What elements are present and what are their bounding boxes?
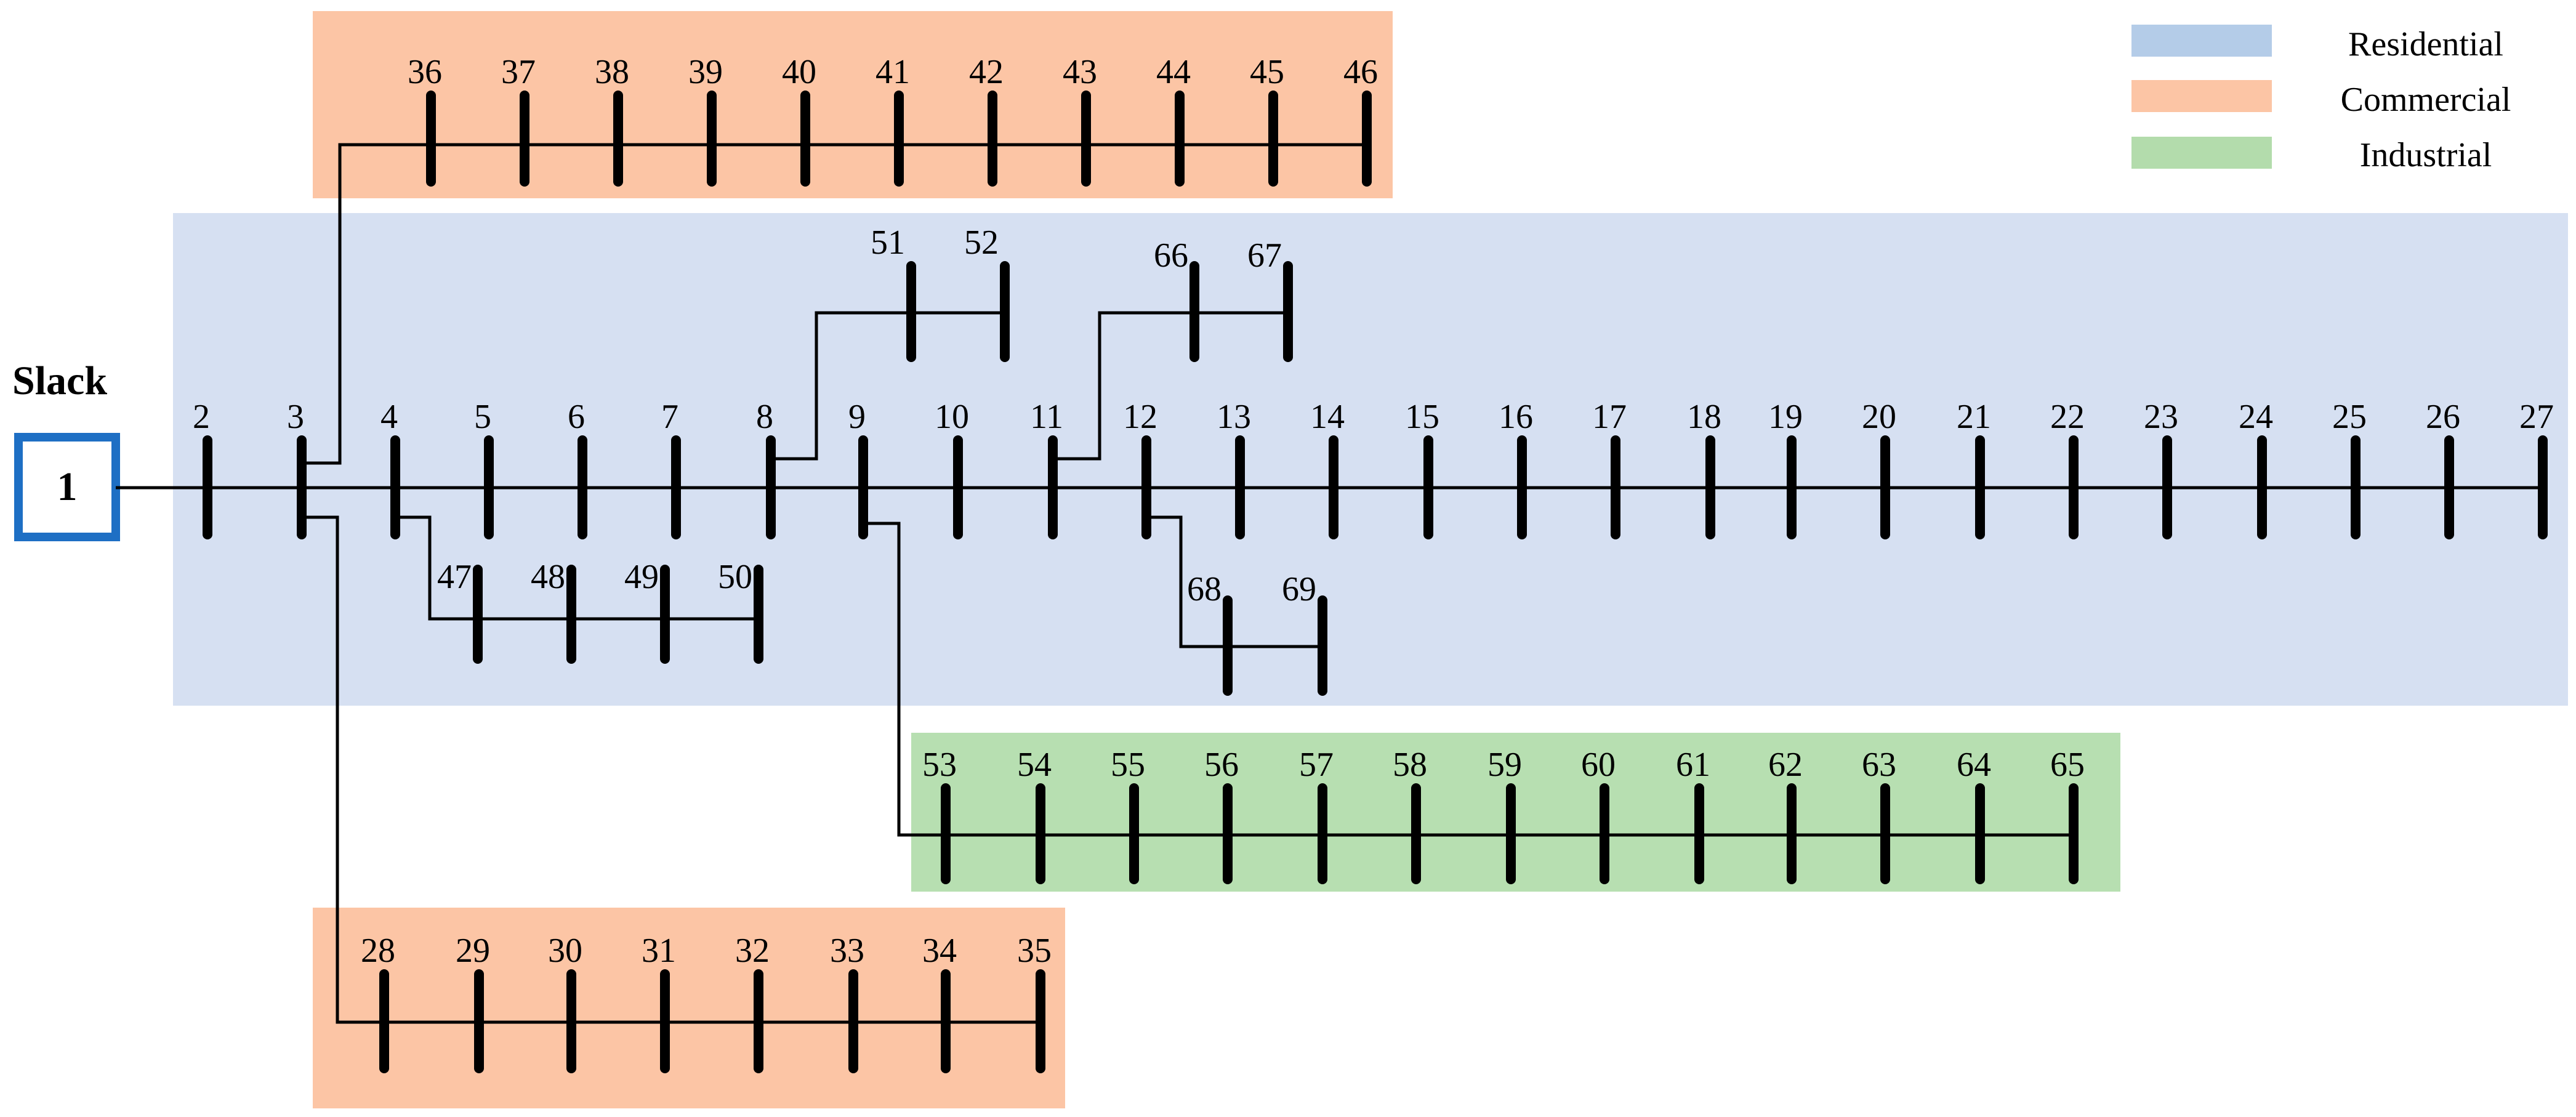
bus-label-13: 13	[1217, 398, 1251, 436]
bus-label-67: 67	[1247, 236, 1282, 275]
bus-label-39: 39	[688, 53, 723, 91]
bus-label-55: 55	[1111, 746, 1145, 784]
bus-label-33: 33	[830, 932, 864, 970]
bus-label-46: 46	[1343, 53, 1378, 91]
slack-label: Slack	[12, 358, 107, 403]
bus-label-44: 44	[1156, 53, 1191, 91]
bus-label-27: 27	[2519, 398, 2554, 436]
bus-label-53: 53	[922, 746, 957, 784]
bus-label-2: 2	[193, 398, 210, 436]
legend-label-residential: Residential	[2348, 25, 2503, 63]
bus-label-9: 9	[848, 398, 866, 436]
bus-label-11: 11	[1030, 398, 1063, 436]
bus-label-32: 32	[735, 932, 770, 970]
bus-label-52: 52	[964, 224, 999, 262]
bus-label-6: 6	[568, 398, 585, 436]
bus-label-21: 21	[1957, 398, 1991, 436]
bus-label-31: 31	[642, 932, 676, 970]
bus-label-48: 48	[531, 558, 565, 596]
bus-label-23: 23	[2144, 398, 2178, 436]
bus-label-20: 20	[1862, 398, 1896, 436]
bus-label-63: 63	[1862, 746, 1896, 784]
bus-label-3: 3	[287, 398, 304, 436]
bus-label-66: 66	[1154, 236, 1188, 275]
residential-zone	[173, 213, 2568, 706]
branch-line-bottom-commercial	[302, 515, 1040, 1024]
legend-swatch-industrial	[2131, 137, 2272, 169]
bus-label-24: 24	[2239, 398, 2273, 436]
bus-label-51: 51	[871, 224, 905, 262]
bus-label-50: 50	[718, 558, 752, 596]
bus-label-8: 8	[756, 398, 773, 436]
bus-label-57: 57	[1299, 746, 1334, 784]
bus-label-19: 19	[1768, 398, 1803, 436]
bus-label-58: 58	[1393, 746, 1427, 784]
bus-label-69: 69	[1282, 570, 1316, 608]
slack-bus: Slack 1	[12, 358, 120, 541]
bus-label-15: 15	[1405, 398, 1439, 436]
bus-label-47: 47	[437, 558, 472, 596]
bus-label-37: 37	[501, 53, 536, 91]
bus-label-35: 35	[1017, 932, 1052, 970]
legend-swatch-residential	[2131, 25, 2272, 57]
bus-label-60: 60	[1581, 746, 1616, 784]
bus-label-29: 29	[456, 932, 490, 970]
bus-label-68: 68	[1187, 570, 1222, 608]
bus-label-30: 30	[548, 932, 582, 970]
bus-label-12: 12	[1123, 398, 1157, 436]
bus-label-10: 10	[935, 398, 969, 436]
branch-line-68-69	[1146, 515, 1322, 648]
bus-label-61: 61	[1676, 746, 1710, 784]
bus-label-4: 4	[380, 398, 398, 436]
branch-line-top-commercial	[302, 143, 1367, 465]
bus-label-56: 56	[1204, 746, 1239, 784]
slack-bus-number: 1	[57, 464, 78, 509]
bus-label-7: 7	[661, 398, 678, 436]
branch-line-industrial	[863, 522, 2074, 837]
bus-label-34: 34	[922, 932, 957, 970]
commercial-zone-top	[313, 11, 1393, 198]
bus-label-28: 28	[361, 932, 395, 970]
commercial-zone-bottom	[313, 908, 1065, 1108]
bus-label-42: 42	[969, 53, 1004, 91]
bus-label-41: 41	[875, 53, 910, 91]
bus-label-49: 49	[624, 558, 659, 596]
bus-label-65: 65	[2050, 746, 2085, 784]
bus-label-5: 5	[474, 398, 491, 436]
bus-label-45: 45	[1250, 53, 1284, 91]
legend-label-industrial: Industrial	[2360, 136, 2492, 174]
bus-label-26: 26	[2426, 398, 2460, 436]
bus-label-64: 64	[1957, 746, 1991, 784]
bus-label-62: 62	[1768, 746, 1803, 784]
legend: Residential Commercial Industrial	[2131, 25, 2511, 174]
bus-label-43: 43	[1063, 53, 1097, 91]
bus-label-16: 16	[1499, 398, 1533, 436]
bus-label-54: 54	[1017, 746, 1052, 784]
bus-label-22: 22	[2050, 398, 2085, 436]
slack-box	[14, 433, 120, 541]
bus-label-17: 17	[1592, 398, 1627, 436]
bus-label-40: 40	[782, 53, 816, 91]
bus-label-36: 36	[408, 53, 442, 91]
bus-label-14: 14	[1310, 398, 1345, 436]
branch-line-47-50	[395, 515, 759, 621]
bus-label-18: 18	[1687, 398, 1721, 436]
bus-label-25: 25	[2332, 398, 2367, 436]
bus-label-38: 38	[595, 53, 629, 91]
legend-label-commercial: Commercial	[2341, 81, 2511, 119]
legend-swatch-commercial	[2131, 80, 2272, 112]
bus-label-59: 59	[1487, 746, 1522, 784]
